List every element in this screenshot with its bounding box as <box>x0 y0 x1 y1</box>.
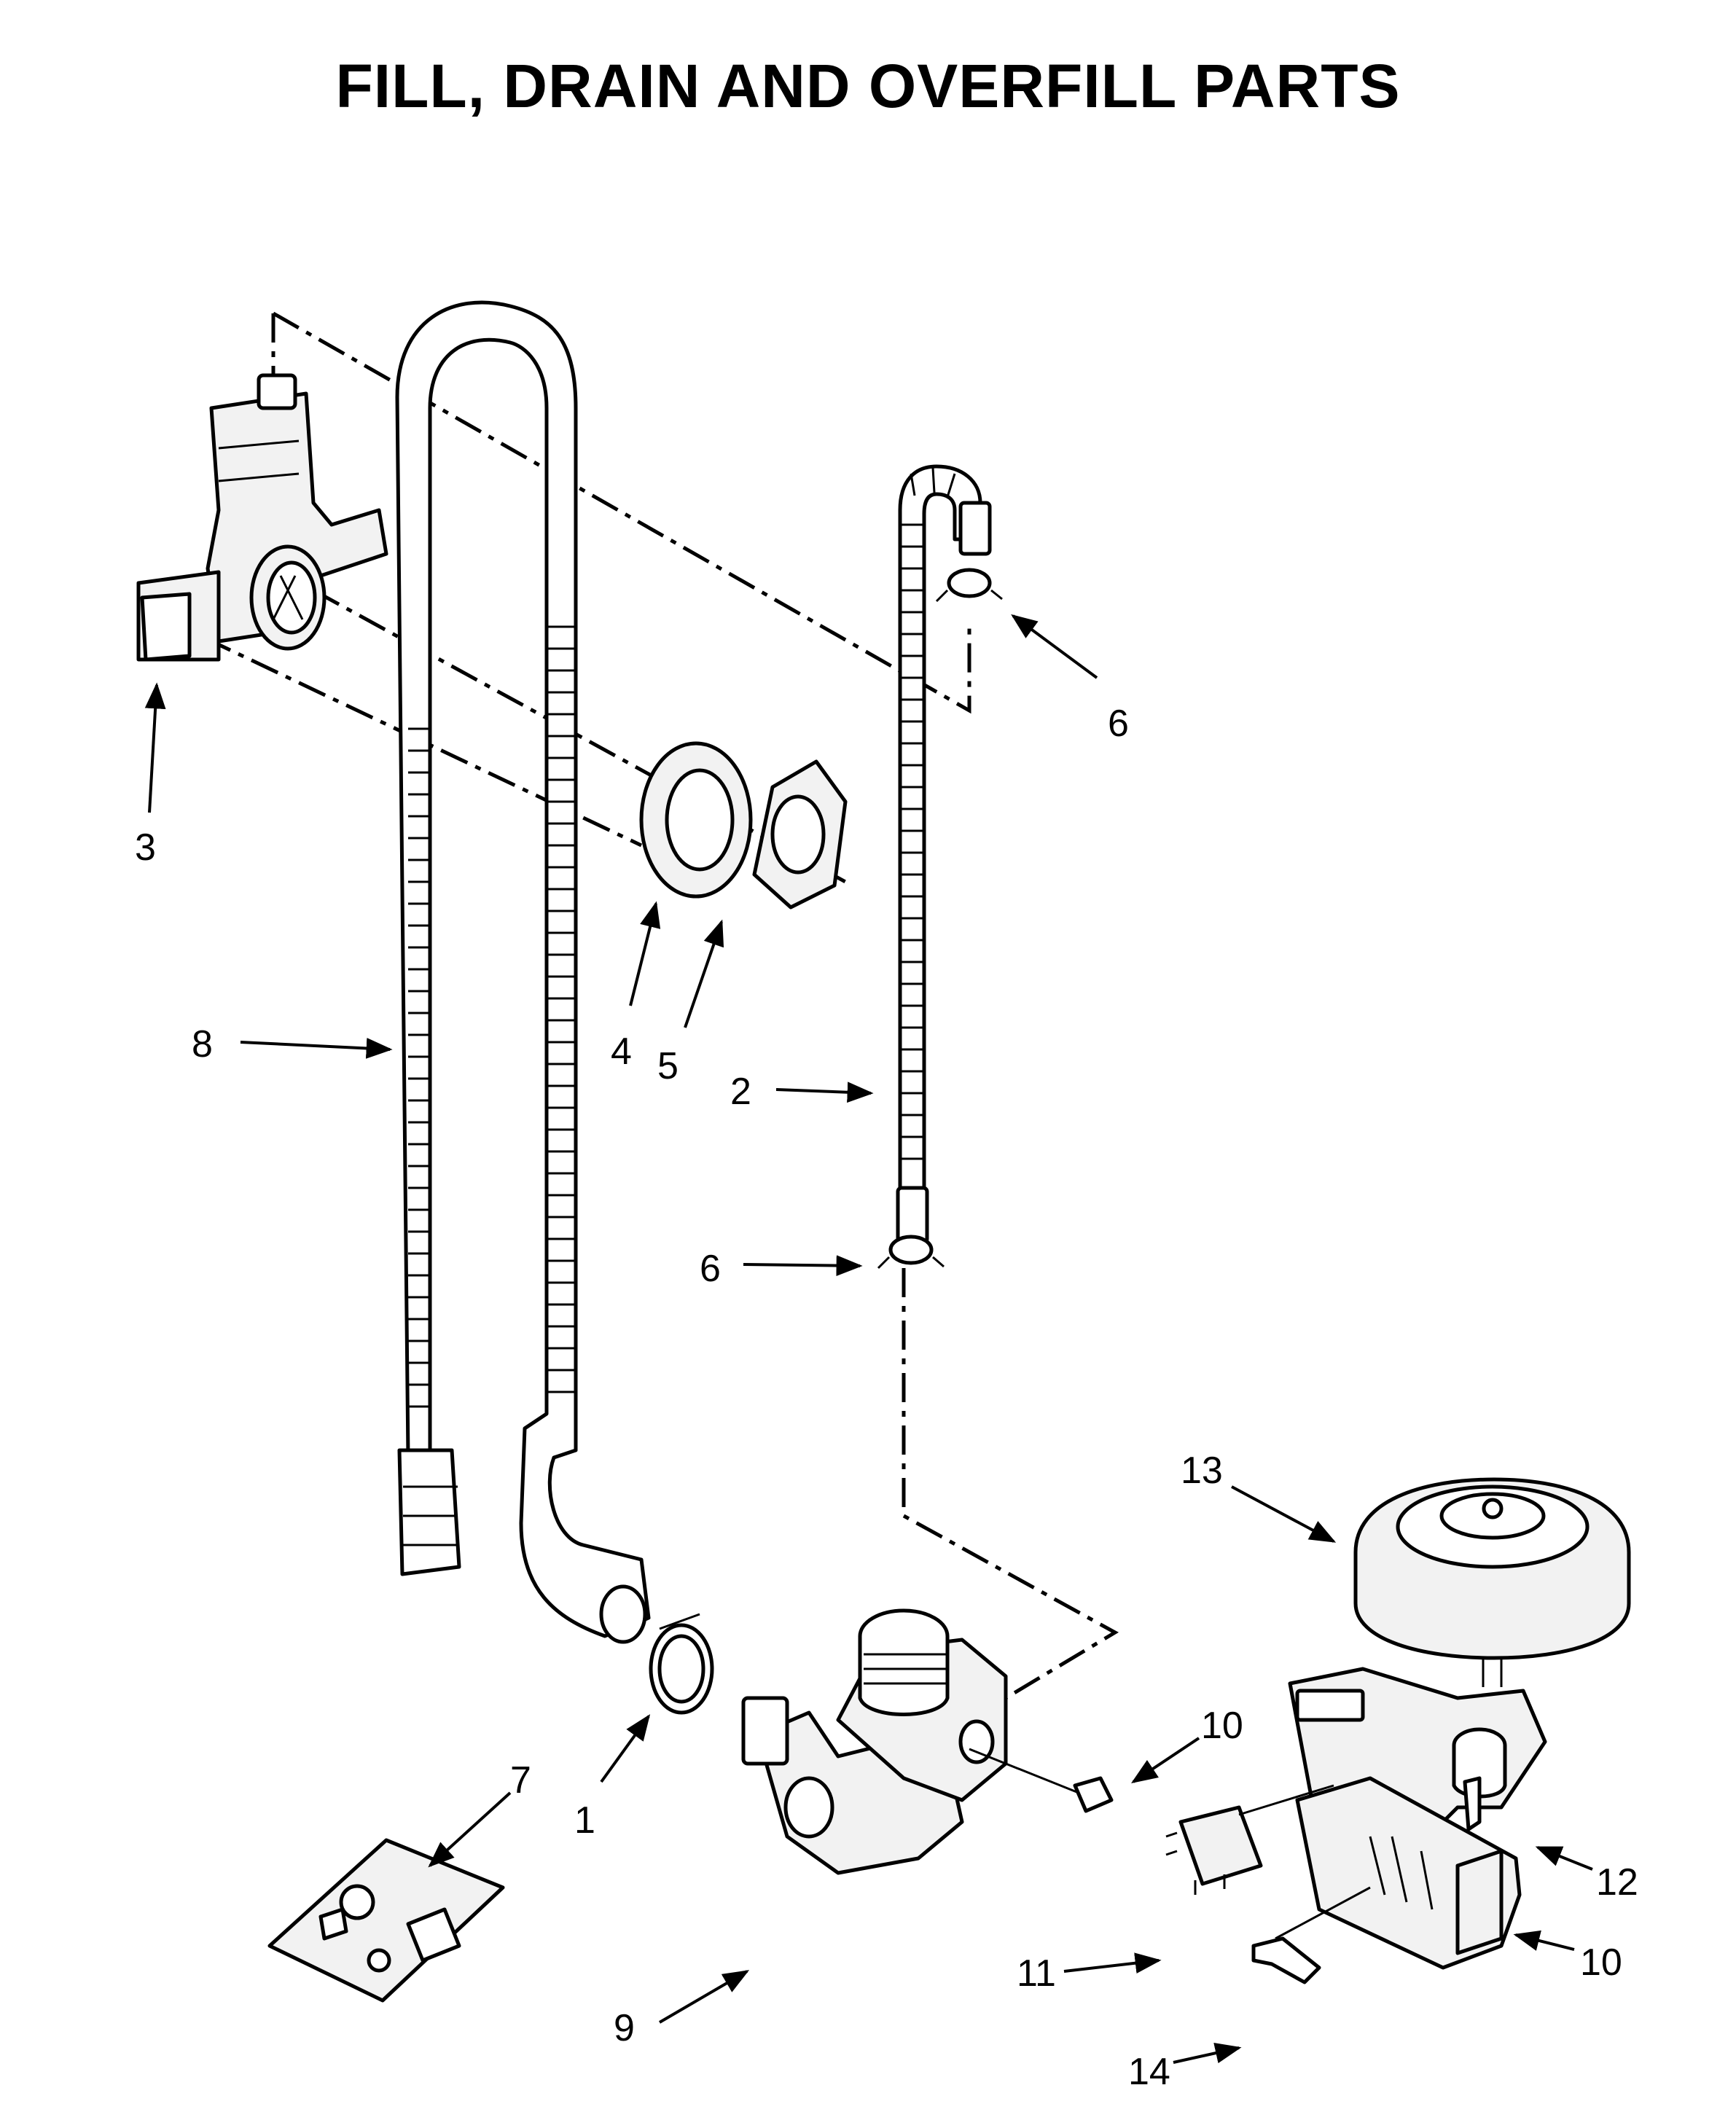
part-clip <box>1251 1886 1371 1984</box>
arrow-9 <box>240 1038 393 1059</box>
arrow-5 <box>684 919 724 1028</box>
diagram-title: FILL, DRAIN AND OVERFILL PARTS <box>335 52 1401 120</box>
arrow-14 <box>1173 2042 1242 2064</box>
alignment-lines <box>203 311 1119 1700</box>
arrow-10-bottom <box>1513 1930 1575 1951</box>
callout-1: 1 <box>574 1799 595 1842</box>
part-bottom-bracket <box>1295 1776 1522 1970</box>
part-microswitch <box>1165 1784 1334 1895</box>
arrow-6-top <box>1011 614 1098 679</box>
part-gasket <box>639 741 753 899</box>
part-spring-clamp <box>649 1613 714 1715</box>
callout-6-bottom: 6 <box>700 1248 721 1290</box>
arrow-1 <box>600 1714 651 1783</box>
callout-2: 2 <box>730 1071 751 1113</box>
part-hose-clamp-top <box>935 568 1003 603</box>
callout-11: 11 <box>1017 1952 1056 1995</box>
arrow-12 <box>1535 1846 1593 1871</box>
callout-13: 13 <box>1181 1450 1223 1492</box>
arrow-4 <box>629 901 661 1006</box>
part-float <box>1353 1477 1631 1687</box>
callout-4: 4 <box>611 1030 632 1073</box>
callout-6-top: 6 <box>1108 703 1129 745</box>
arrow-13 <box>1231 1485 1337 1543</box>
part-water-valve <box>741 1608 1008 1875</box>
arrow-10-middle <box>1131 1737 1200 1783</box>
callout-labels: 3 6 8 4 5 2 6 13 10 1 7 9 12 11 10 14 <box>135 703 1638 2093</box>
arrow-11 <box>1063 1952 1162 1974</box>
callout-9: 8 <box>192 1023 213 1065</box>
callout-8: 7 <box>510 1759 531 1802</box>
callout-7: 9 <box>614 2007 635 2049</box>
arrow-2 <box>775 1081 874 1103</box>
callout-14: 14 <box>1128 2051 1170 2093</box>
part-nut <box>752 759 848 910</box>
arrow-6-bottom <box>743 1255 863 1276</box>
leader-arrows <box>144 614 1593 2064</box>
callout-12: 12 <box>1596 1861 1638 1904</box>
arrow-3 <box>144 682 166 813</box>
part-install-kit <box>267 1838 505 2003</box>
part-hose-clamp-bottom <box>877 1235 945 1270</box>
callout-10-bottom: 10 <box>1580 1941 1622 1984</box>
part-drain-hose <box>395 300 651 1644</box>
arrow-7 <box>658 1970 750 2024</box>
arrow-8 <box>428 1791 512 1868</box>
callout-10-middle: 10 <box>1201 1705 1243 1747</box>
part-screw-middle <box>969 1748 1114 1813</box>
part-drain-housing <box>136 373 388 662</box>
callout-3: 3 <box>135 826 156 869</box>
callout-5: 5 <box>657 1045 679 1087</box>
